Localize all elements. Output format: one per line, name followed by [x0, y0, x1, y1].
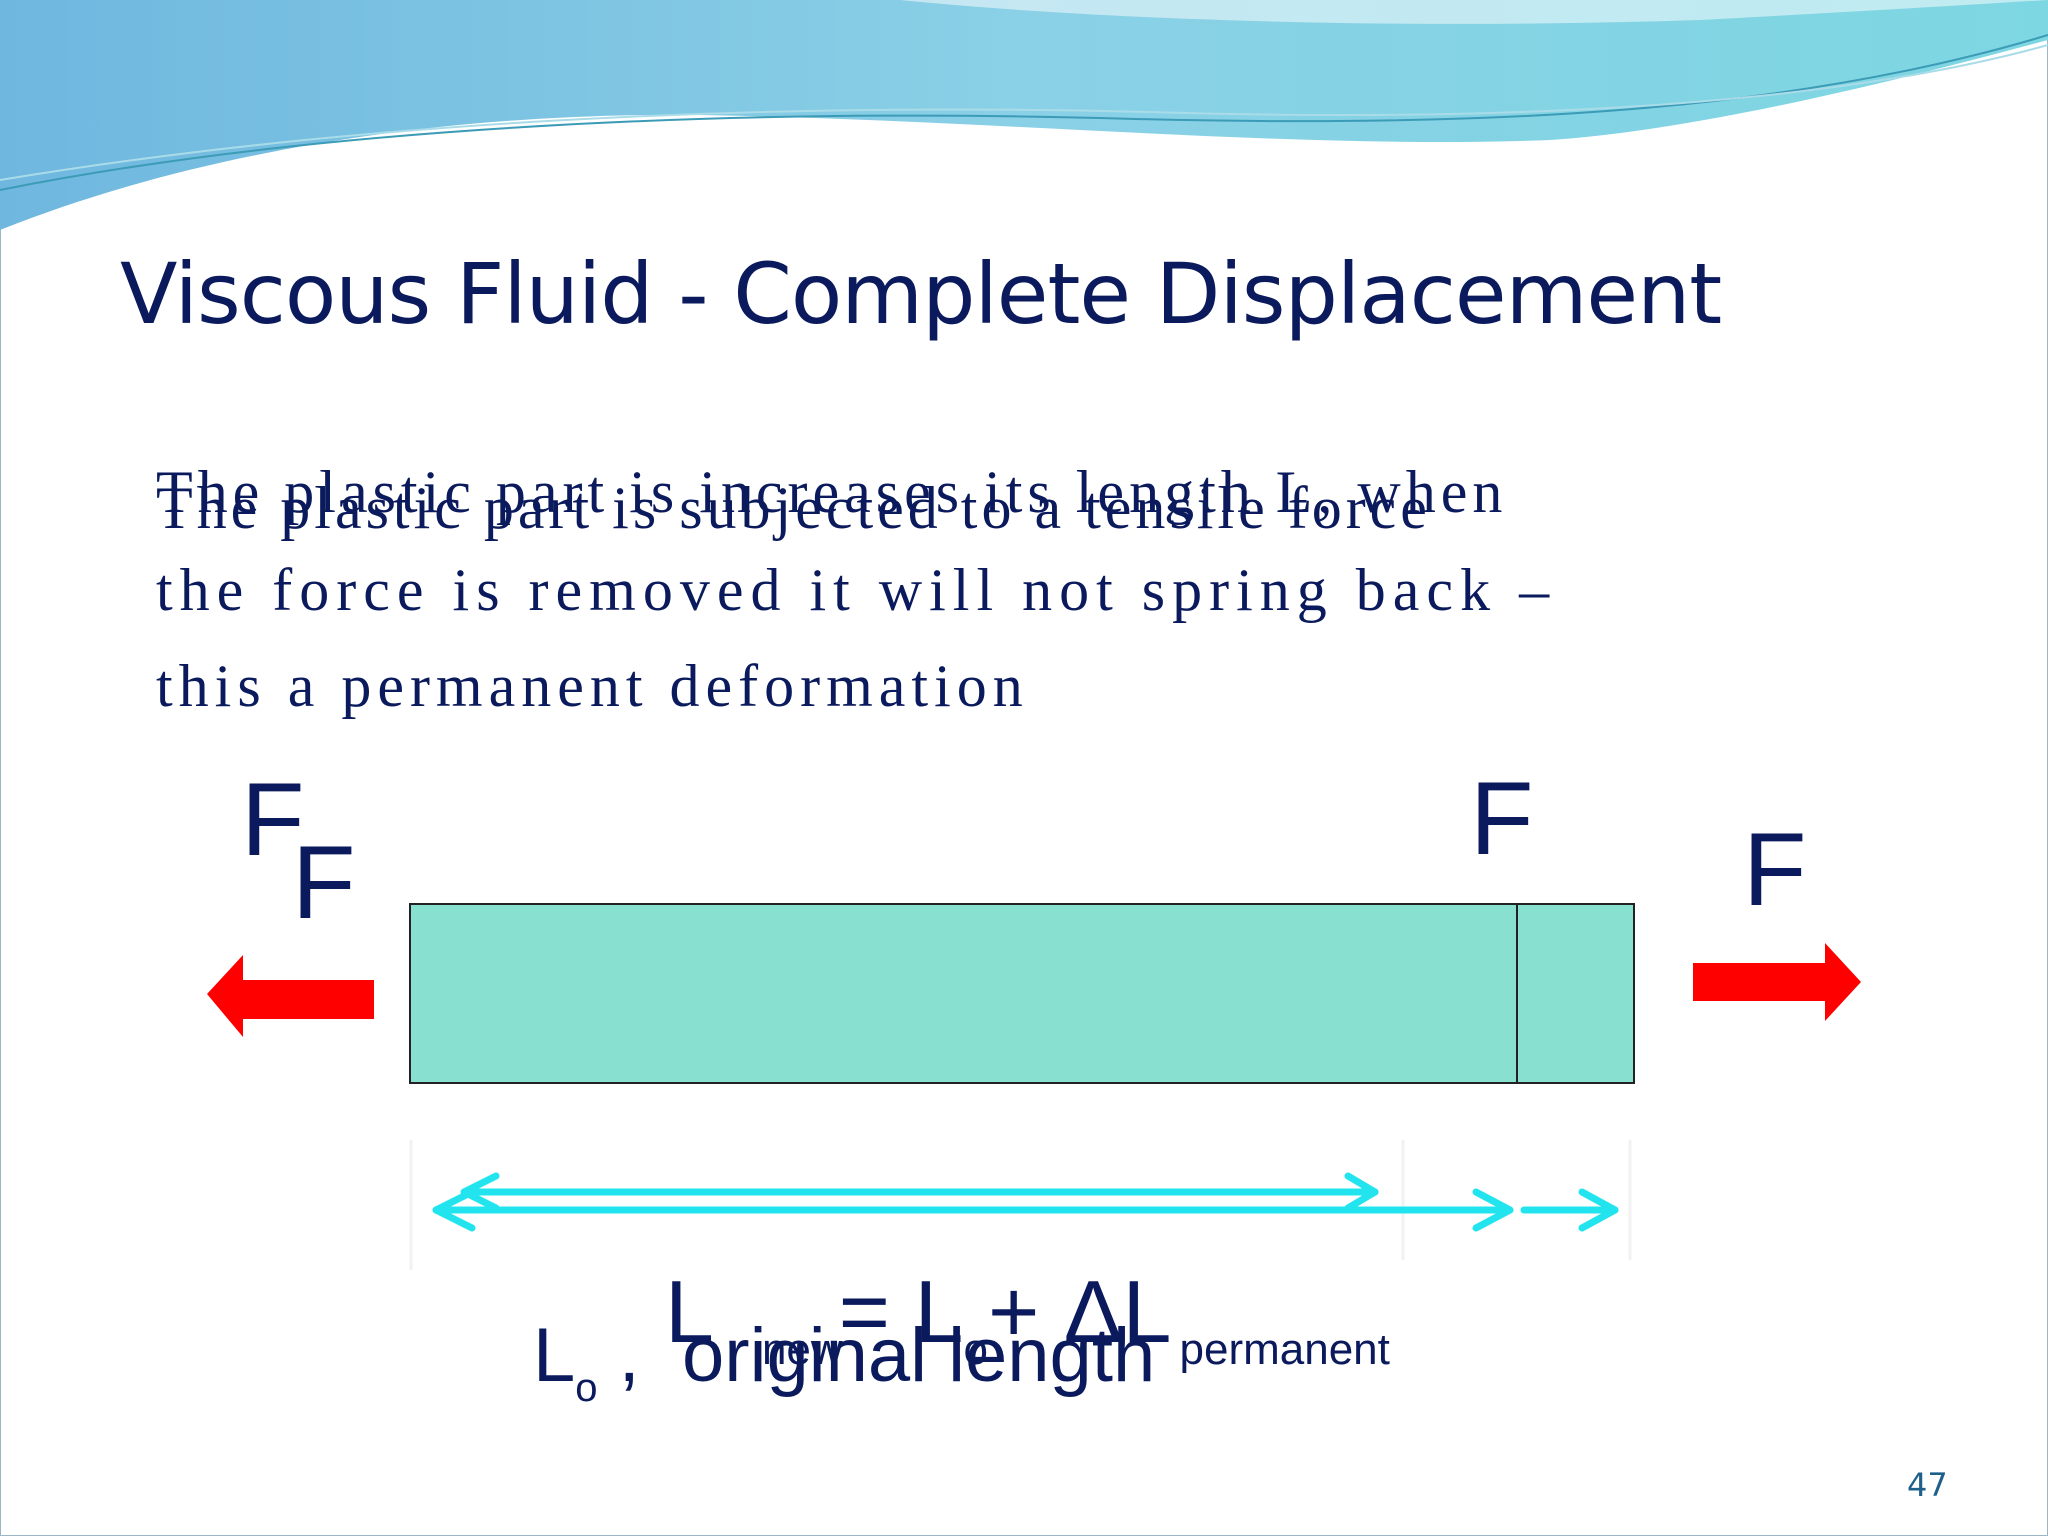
header-wave-decoration — [0, 0, 2048, 230]
force-label-right-2: F — [1743, 812, 1807, 928]
plastic-bar — [409, 903, 1635, 1084]
body-text-line-1b: The plastic part is subjected to a tensi… — [156, 475, 1431, 541]
slide-title: Viscous Fluid - Complete Displacement — [120, 245, 1722, 343]
original-length-label: Lo , original length — [533, 1313, 1156, 1410]
force-label-left-1: F — [241, 762, 305, 878]
new-length-dimension — [432, 1188, 1514, 1232]
original-length-dimension — [460, 1172, 1379, 1212]
extension-dimension — [1520, 1188, 1619, 1232]
page-number: 47 — [1907, 1466, 1948, 1504]
right-force-arrow — [1693, 943, 1861, 1021]
force-label-left-2: F — [292, 825, 356, 941]
left-force-arrow — [207, 955, 374, 1037]
force-label-right-1: F — [1470, 761, 1534, 877]
body-text-line-3: this a permanent deformation — [156, 653, 1029, 719]
body-text-line-1a: The plastic part is increases its length… — [156, 459, 1508, 525]
body-text-line-2: the force is removed it will not spring … — [156, 557, 1557, 623]
